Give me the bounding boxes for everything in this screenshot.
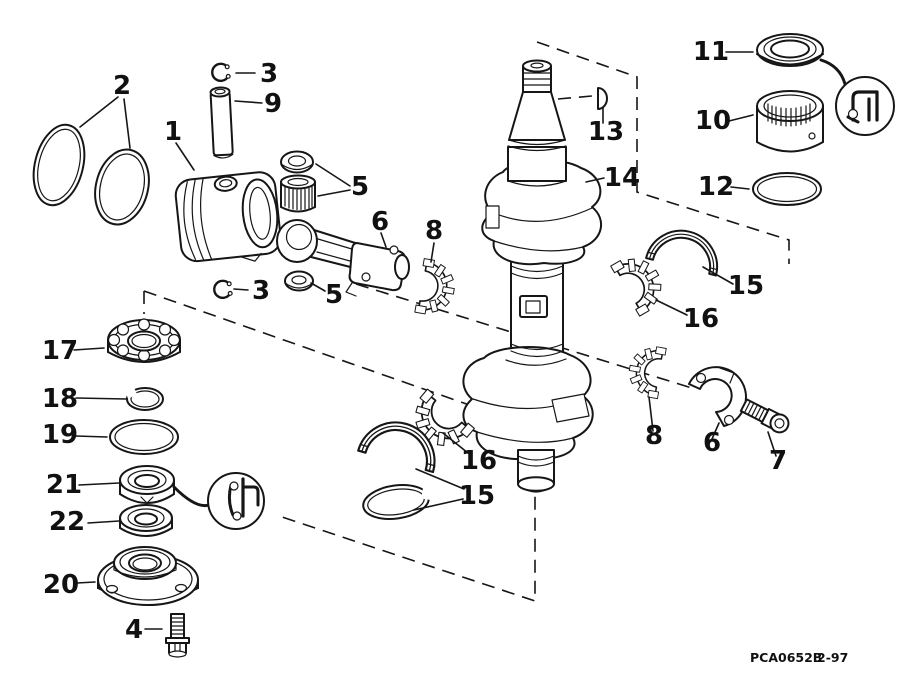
callout-8b: 8 [645, 421, 663, 451]
thrust-washer-upper [280, 150, 314, 174]
ball-bearing [107, 318, 181, 363]
needle-bearing-cage [280, 174, 316, 213]
callout-8a: 8 [425, 216, 443, 246]
callout-7: 7 [769, 446, 787, 476]
crankshaft [462, 59, 603, 493]
retaining-ring-top [211, 62, 232, 83]
piston-ring-1 [32, 123, 86, 207]
bearing-retaining-ring [124, 387, 164, 411]
callout-9: 9 [264, 89, 282, 119]
piston [174, 171, 282, 263]
callout-3a: 3 [260, 59, 278, 89]
main-bearing-cage-upper [609, 246, 673, 317]
crankcase-seal-lower [119, 504, 173, 537]
callout-13: 13 [588, 117, 624, 147]
rod-bearing-cage-right [624, 342, 668, 400]
callout-5b: 5 [325, 280, 343, 310]
callout-11: 11 [693, 37, 729, 67]
callout-22: 22 [49, 507, 85, 537]
bearing-retainer-flange [97, 546, 199, 606]
callout-18: 18 [42, 384, 78, 414]
callout-15a: 15 [728, 271, 764, 301]
rod-bearing-cage-left [414, 257, 460, 319]
bearing-liner-upper [645, 222, 726, 277]
diagram-date: 2-97 [817, 650, 848, 665]
callout-16b: 16 [461, 446, 497, 476]
callout-2: 2 [113, 71, 131, 101]
rod-cap [688, 366, 747, 427]
crankshaft-seal-ring [756, 33, 824, 67]
center-main-bearing [756, 90, 824, 153]
callout-6b: 6 [703, 428, 721, 458]
callout-5a: 5 [351, 172, 369, 202]
liner-retaining-ring [362, 484, 436, 520]
callout-4: 4 [125, 615, 143, 645]
callout-14: 14 [604, 163, 640, 193]
callout-20: 20 [43, 570, 79, 600]
connecting-rod [276, 219, 410, 297]
callout-21: 21 [46, 470, 82, 500]
callout-3b: 3 [252, 276, 270, 306]
thrust-washer-lower [284, 270, 314, 292]
rod-cap-screw [739, 398, 790, 434]
leader-lines [73, 51, 777, 630]
callout-17: 17 [42, 336, 78, 366]
retaining-ring-bottom [213, 279, 234, 300]
seal-cross-section-detail-lower [172, 472, 265, 530]
callout-19: 19 [42, 420, 78, 450]
seal-cross-section-detail-upper [819, 58, 895, 136]
upper-o-ring [752, 172, 822, 206]
lower-o-ring [109, 419, 179, 455]
callout-6a: 6 [371, 207, 389, 237]
woodruff-key [597, 87, 608, 110]
callout-15b: 15 [459, 481, 495, 511]
callout-12: 12 [698, 172, 734, 202]
callout-10: 10 [695, 106, 731, 136]
diagram-code: PCA0652B [750, 650, 822, 665]
callout-1: 1 [164, 117, 182, 147]
crankcase-seal-upper [119, 465, 175, 504]
piston-pin [209, 86, 234, 159]
retainer-screw [165, 613, 190, 658]
callout-16a: 16 [683, 304, 719, 334]
piston-ring-2 [94, 148, 150, 226]
